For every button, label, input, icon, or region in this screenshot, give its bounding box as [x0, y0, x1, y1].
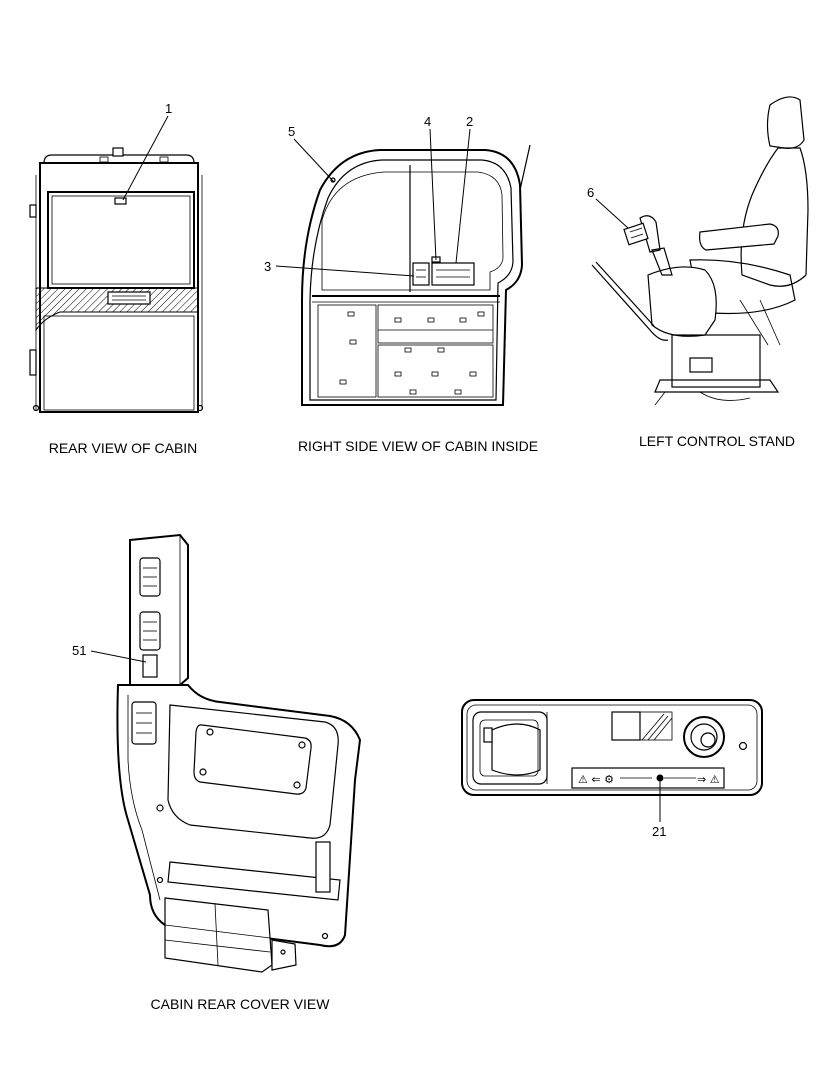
leader-line-5 [293, 138, 335, 183]
rear-view-of-cabin-drawing [29, 147, 204, 413]
control-panel-drawing: ⚠ ⇐ ⚙ ⇒ ⚠ [461, 699, 763, 796]
leader-line-1 [122, 115, 169, 201]
callout-3: 3 [264, 259, 271, 274]
right-side-view-drawing [301, 144, 531, 406]
caption-right-side-view: RIGHT SIDE VIEW OF CABIN INSIDE [298, 438, 538, 454]
leader-line-2 [455, 128, 471, 264]
leader-line-6 [595, 198, 629, 229]
caption-left-control-stand: LEFT CONTROL STAND [639, 433, 795, 449]
callout-6: 6 [587, 185, 594, 200]
leader-line-51 [90, 650, 147, 663]
caption-rear-view: REAR VIEW OF CABIN [49, 440, 198, 456]
callout-1: 1 [165, 101, 172, 116]
caption-rear-cover-view: CABIN REAR COVER VIEW [151, 996, 331, 1012]
callout-4: 4 [424, 114, 431, 129]
svg-text:⇒ ⚠: ⇒ ⚠ [697, 773, 720, 786]
callout-51: 51 [72, 643, 86, 658]
leader-line-3 [275, 265, 415, 277]
svg-text:⚠ ⇐ ⚙: ⚠ ⇐ ⚙ [578, 773, 614, 786]
callout-5: 5 [288, 124, 295, 139]
rear-label-part-1 [114, 197, 127, 205]
left-control-stand-drawing [591, 96, 809, 406]
rear-cover-part-51 [142, 654, 158, 678]
leader-line-4 [429, 128, 437, 261]
callout-2: 2 [466, 114, 473, 129]
callout-21: 21 [652, 824, 666, 839]
cabin-rear-cover-drawing [116, 533, 362, 973]
